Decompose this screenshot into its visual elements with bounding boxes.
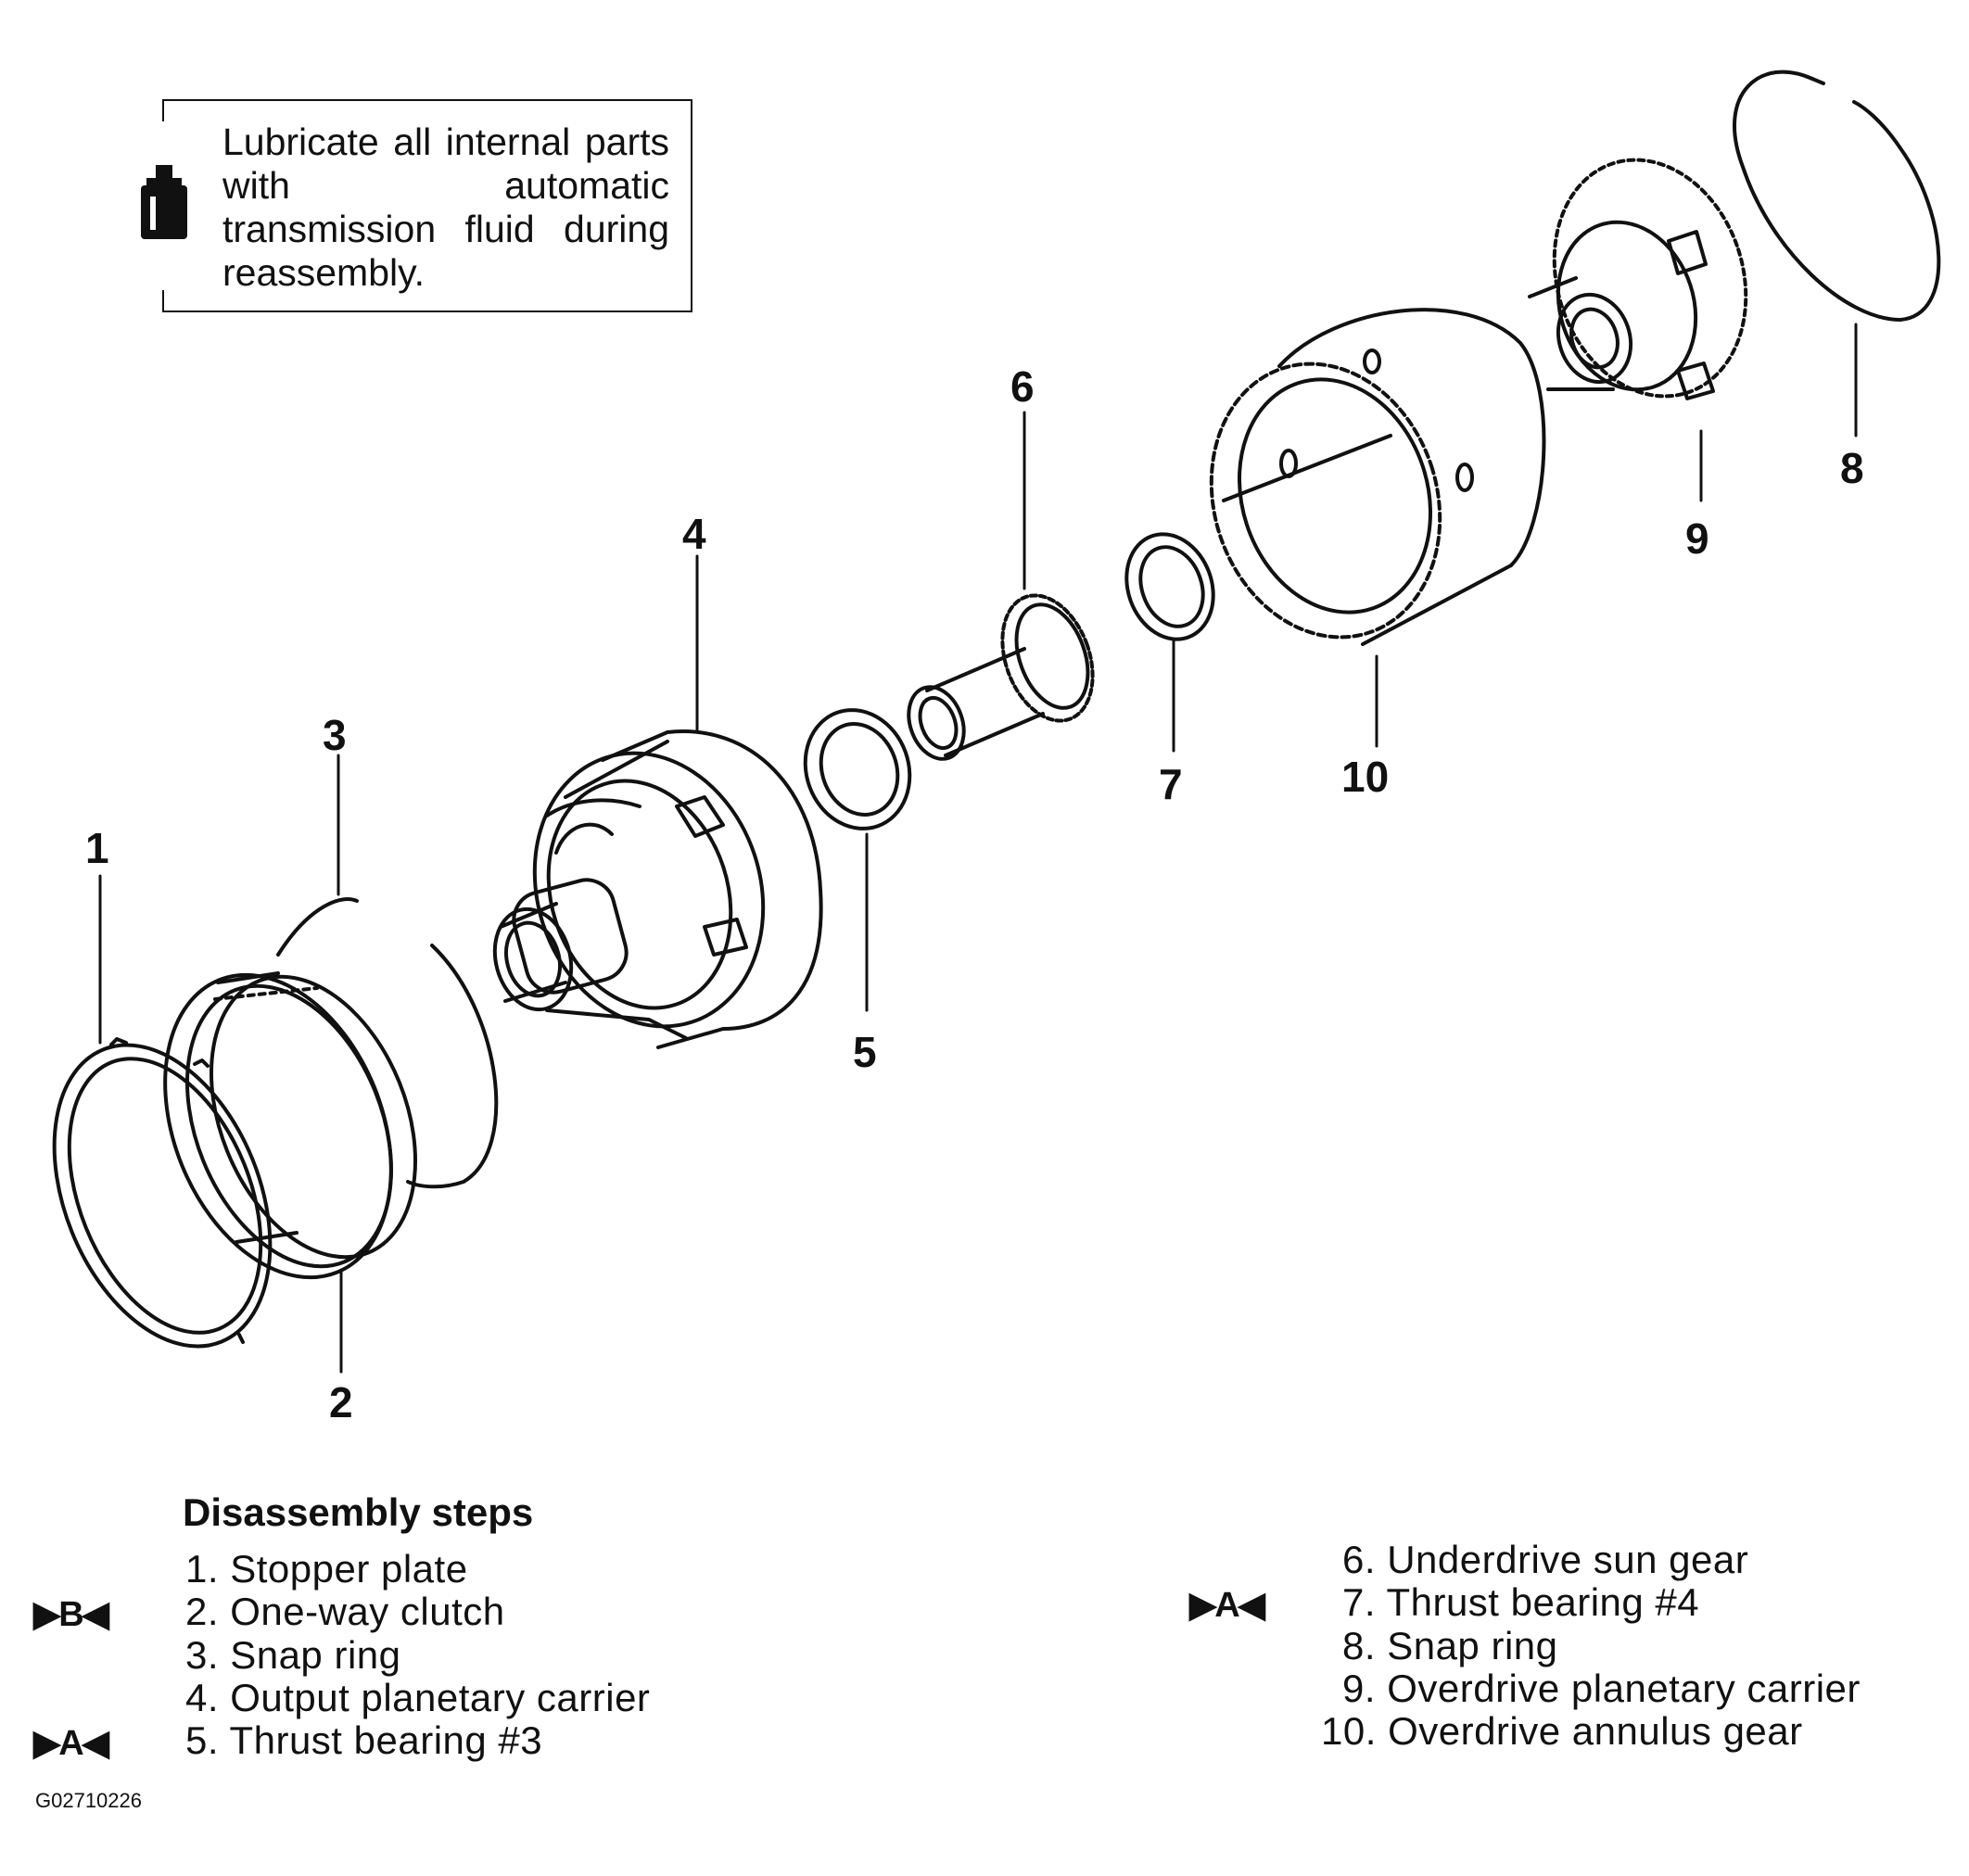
lubrication-note-box [162,99,692,312]
callout-9: 9 [1685,514,1709,563]
callout-7: 7 [1159,760,1183,808]
step-9: 9. Overdrive planetary carrier [1342,1667,1861,1710]
callout-5: 5 [853,1028,877,1076]
callout-10: 10 [1341,753,1390,801]
step-7: 7. Thrust bearing #4 [1342,1580,1700,1624]
oil-bottle-icon [141,165,187,239]
figure-id: G02710226 [35,1789,142,1812]
overdrive-annulus-gear-part [1209,308,1546,646]
lubrication-note-text: Lubricate all internal parts with automa… [222,120,669,294]
stopper-plate-part [52,1037,273,1349]
step-6: 6. Underdrive sun gear [1342,1538,1749,1581]
step-10: 10. Overdrive annulus gear [1321,1709,1803,1753]
thrust-bearing-4-part [1124,532,1215,641]
step-1: 1. Stopper plate [185,1547,468,1591]
callout-4: 4 [682,510,706,558]
step-5-mark: ▶A◀ [33,1724,109,1763]
step-4: 4. Output planetary carrier [185,1676,651,1719]
step-8: 8. Snap ring [1342,1624,1558,1667]
callout-leader-lines [98,323,1858,1374]
step-3: 3. Snap ring [185,1633,401,1677]
callout-2: 2 [329,1378,353,1426]
step-2: 2. One-way clutch [185,1590,505,1633]
one-way-clutch-part [163,971,417,1280]
overdrive-planetary-carrier-part [1528,158,1748,400]
output-planetary-carrier-part [492,729,823,1049]
step-7-mark: ▶A◀ [1189,1586,1265,1625]
callout-1: 1 [85,824,109,872]
snap-ring-large-part [1733,70,1941,322]
step-2-mark: ▶B◀ [33,1595,109,1634]
underdrive-sun-gear-part [907,593,1095,761]
thrust-bearing-3-part [803,708,912,830]
disassembly-steps-title: Disassembly steps [183,1490,534,1534]
callout-6: 6 [1010,362,1035,411]
step-5: 5. Thrust bearing #3 [185,1718,543,1762]
snap-ring-small-part [276,897,499,1189]
callout-3: 3 [323,711,347,759]
callout-8: 8 [1840,444,1864,492]
